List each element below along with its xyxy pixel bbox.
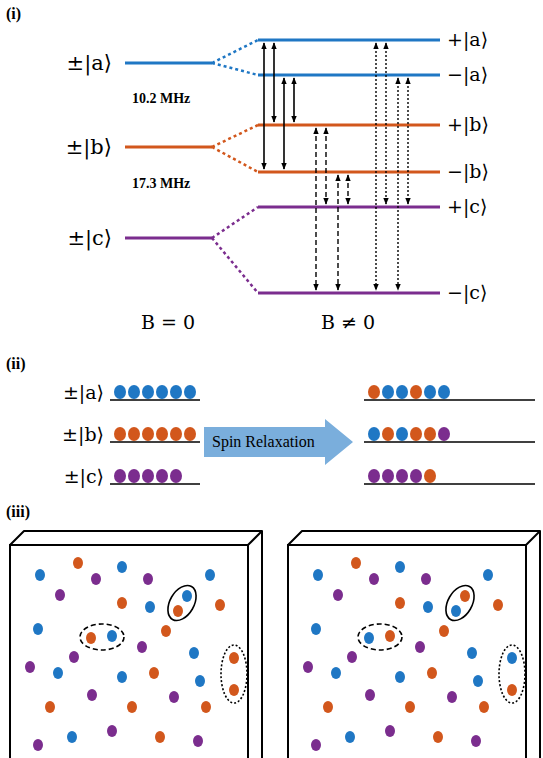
state-label: −|a⟩ — [447, 64, 488, 86]
arrow-text: Spin Relaxation — [204, 427, 353, 457]
state-label: ±|b⟩ — [66, 135, 112, 159]
state-label: −|c⟩ — [447, 282, 487, 304]
panel-label: (i) — [6, 5, 21, 23]
panel-label: (iii) — [6, 503, 30, 521]
state-label: ±|a⟩ — [63, 382, 104, 404]
state-label: ±|c⟩ — [64, 466, 104, 488]
arrow-body — [204, 419, 353, 465]
state-label: −|b⟩ — [447, 161, 489, 183]
state-label: ±|b⟩ — [62, 424, 104, 446]
state-label: +|c⟩ — [447, 196, 487, 218]
state-label: ±|a⟩ — [67, 51, 112, 75]
state-label: +|b⟩ — [447, 114, 489, 136]
state-label: ±|c⟩ — [67, 226, 112, 250]
panel-label: (ii) — [6, 355, 26, 373]
splitting-value: 17.3 MHz — [132, 176, 190, 192]
state-label: +|a⟩ — [447, 29, 488, 51]
splitting-value: 10.2 MHz — [132, 91, 190, 107]
process-arrow: Spin Relaxation — [204, 427, 353, 457]
field-label: B = 0 — [141, 312, 195, 334]
field-label: B ≠ 0 — [321, 312, 375, 334]
